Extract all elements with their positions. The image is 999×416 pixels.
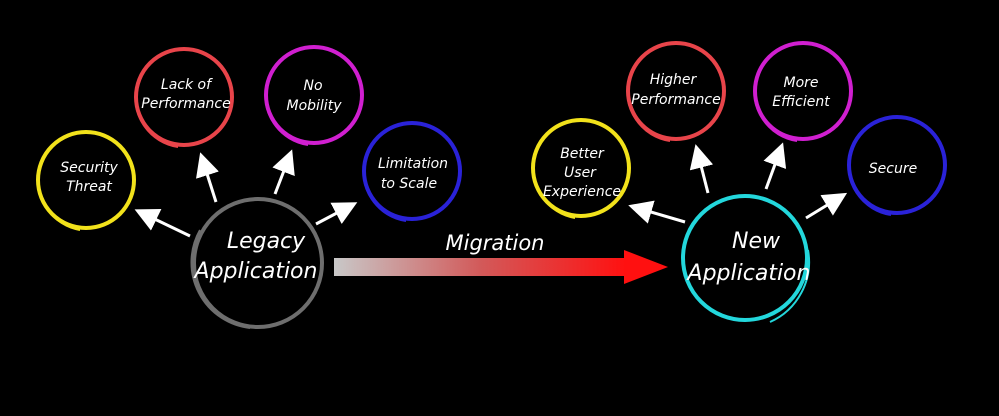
issue-limitation-to-scale: Limitation to Scale (362, 121, 462, 222)
new-swirl (769, 249, 811, 323)
issue-swirl (362, 158, 407, 222)
issue-swirl (134, 84, 179, 148)
arrow-to-secure (805, 192, 848, 220)
issue-no-mobility: No Mobility (264, 45, 364, 146)
legacy-label-line1: Legacy (227, 229, 306, 254)
legacy-application-node: Legacy Application (190, 197, 324, 329)
migration-arrow-head (624, 250, 668, 284)
issue-label-line1: Security (60, 160, 118, 176)
new-label-line1: New (732, 229, 781, 254)
issue-lack-of-performance: Lack of Performance (134, 47, 234, 148)
benefit-swirl (847, 152, 892, 216)
benefit-label-line1: More (783, 75, 818, 91)
issue-circle (264, 45, 364, 145)
issue-label-line2: to Scale (381, 176, 437, 192)
arrow-to-limitation-to-scale (315, 202, 358, 226)
benefit-circle (753, 41, 853, 141)
benefit-swirl (532, 155, 576, 219)
benefit-label-line1: Higher (650, 72, 698, 88)
benefit-label-line1: Secure (869, 161, 917, 177)
arrow-to-lack-of-performance (196, 152, 219, 203)
arrow-to-security-threat (134, 208, 191, 238)
benefit-label-line3: Experience (543, 184, 621, 200)
issue-label-line2: Mobility (287, 98, 343, 114)
issue-swirl (37, 167, 81, 231)
arrow-to-higher-performance (689, 144, 714, 194)
issue-label-line1: No (303, 78, 322, 94)
new-label-line2: Application (686, 261, 811, 286)
legacy-circle (192, 197, 324, 329)
arrow-to-better-user-experience (628, 200, 686, 224)
issue-security-threat: Security Threat (36, 130, 136, 231)
benefit-label-line2: User (564, 165, 597, 181)
arrow-to-no-mobility (272, 149, 295, 195)
migration-label: Migration (445, 231, 544, 255)
issue-label-line1: Lack of (161, 77, 213, 93)
benefit-label-line1: Better (560, 146, 605, 162)
benefit-better-user-experience: Better User Experience (531, 118, 631, 219)
legacy-label-line2: Application (193, 259, 318, 284)
new-application-node: New Application (681, 194, 811, 323)
benefit-label-line2: Performance (631, 92, 720, 108)
benefit-swirl (753, 78, 798, 142)
new-circle (681, 194, 809, 322)
issue-label-line1: Limitation (378, 156, 448, 172)
issue-label-line2: Threat (66, 179, 112, 195)
migration-arrow-shaft (334, 258, 626, 276)
arrow-to-more-efficient (763, 142, 787, 190)
issue-label-line2: Performance (141, 96, 230, 112)
issue-swirl (264, 82, 309, 146)
benefit-label-line2: Efficient (772, 94, 830, 110)
legacy-swirl (190, 229, 251, 329)
benefit-circle (626, 41, 726, 141)
benefit-more-efficient: More Efficient (753, 41, 853, 142)
benefit-secure: Secure (847, 115, 947, 216)
benefit-swirl (626, 78, 671, 142)
benefit-higher-performance: Higher Performance (626, 41, 726, 142)
migration-arrow: Migration (334, 231, 668, 284)
